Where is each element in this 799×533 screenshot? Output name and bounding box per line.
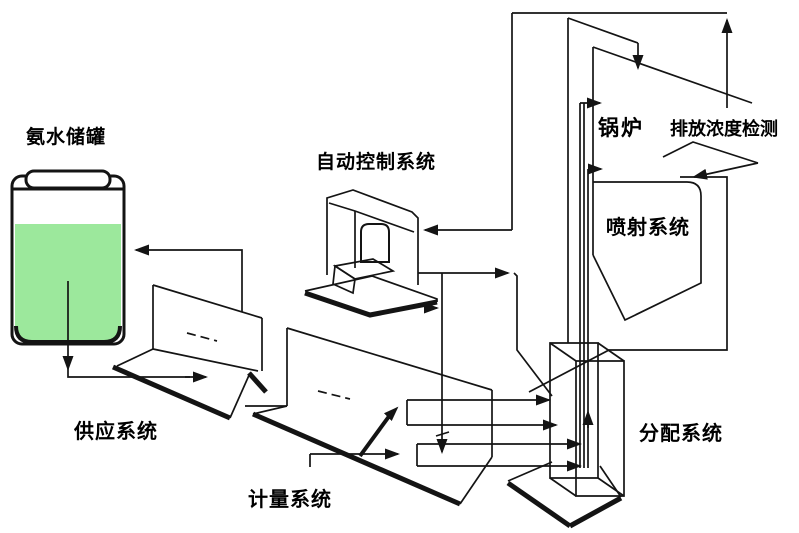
- detection-probe-arrow: [692, 162, 759, 180]
- injection-label: 喷射系统: [606, 215, 690, 239]
- feed-to-pump1-shaft: [358, 413, 392, 458]
- boiler-casing: [528, 176, 728, 393]
- emission-detection-callout: [662, 141, 759, 180]
- console-base-thick: [304, 290, 438, 318]
- emission-detection-label: 排放浓度检测: [670, 119, 778, 140]
- tank-label: 氨水储罐: [26, 126, 107, 148]
- console-base-thin: [304, 275, 438, 302]
- metering-base-thick: [252, 411, 461, 507]
- boiler-roof-diagonal: [592, 46, 753, 104]
- control-console: [304, 189, 438, 318]
- distribution-label: 分配系统: [639, 421, 723, 445]
- bottom-platform: [506, 461, 623, 529]
- supply-dash-mark: [186, 332, 218, 342]
- tank-drain-elbow: [67, 369, 190, 378]
- distribution-rack: [549, 342, 625, 497]
- platform-thick-left: [506, 480, 572, 529]
- supply-base-thick: [112, 364, 231, 421]
- console-outline: [326, 189, 419, 285]
- feed-to-pump1-arrow: [383, 406, 399, 422]
- metering-skid: [252, 327, 493, 507]
- flue-inlet-duct: [567, 17, 639, 44]
- platform-thick-right: [568, 495, 623, 529]
- boiler-assembly: [528, 17, 753, 468]
- detection-chevron: [662, 141, 759, 164]
- tank-lid-handle: [24, 169, 112, 190]
- rack-front-face: [549, 342, 599, 479]
- metering-dash-mark: [317, 390, 351, 400]
- tank-flow-lines: [62, 244, 243, 383]
- console-screen: [360, 223, 390, 263]
- control-label: 自动控制系统: [316, 151, 437, 173]
- supply-skid: [112, 284, 287, 421]
- metering-label: 计量系统: [248, 487, 332, 511]
- furnace-hopper: [592, 181, 702, 322]
- supply-return-arrow: [134, 244, 243, 312]
- boiler-label: 锅炉: [598, 116, 644, 140]
- control-out-drop: [513, 272, 553, 397]
- console-keyboard-front: [332, 264, 356, 295]
- supply-right-thick: [247, 371, 268, 394]
- supply-label: 供应系统: [74, 419, 158, 443]
- line-cross-tick: [435, 431, 450, 437]
